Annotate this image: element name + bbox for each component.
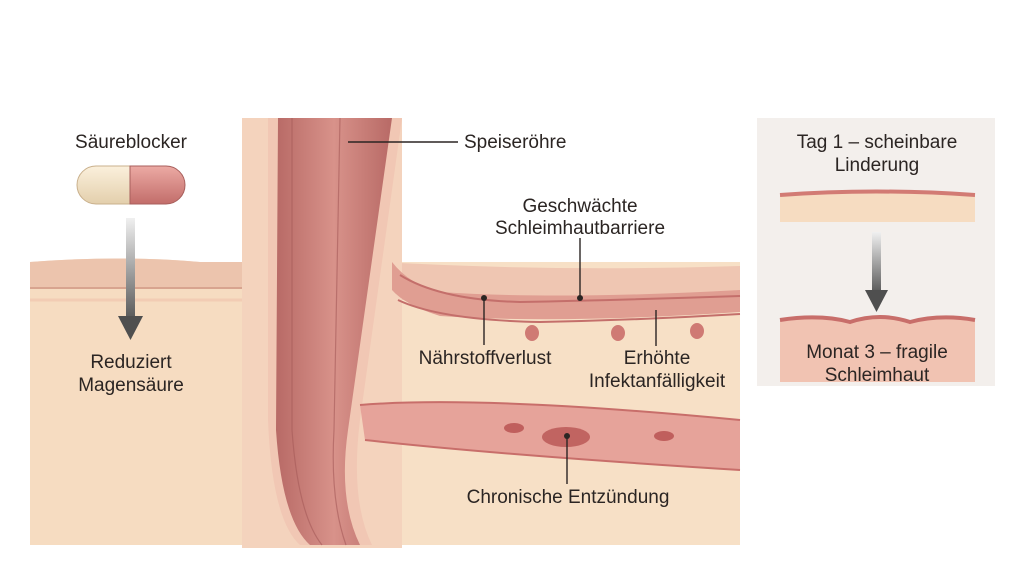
leader-lines [348,141,657,484]
down-arrow-icon [118,218,143,340]
reduced-acid-label-line2: Magensäure [78,375,184,396]
mucosa-barrier [392,262,741,324]
esophagus-label: Speiseröhre [464,132,567,153]
left-tissue [30,258,242,545]
inflammation-label: Chronische Entzündung [466,487,670,508]
down-arrow-icon [865,232,888,312]
month3-label-line1: Monat 3 – fragile [806,342,948,363]
capsule-icon [76,165,186,205]
day1-label-line1: Tag 1 – scheinbare [796,132,958,153]
nutrient-loss-label: Nährstoffverlust [418,348,552,369]
day1-tissue [779,189,976,222]
barrier-label-line1: Geschwächte [522,196,638,217]
esophagus [242,117,402,548]
month3-tissue [779,315,976,382]
day1-label-line2: Linderung [834,155,920,176]
barrier-label-line2: Schleimhautbarriere [494,218,666,239]
pill-label: Säureblocker [75,132,187,153]
infection-label-line2: Infektanfälligkeit [588,371,726,392]
infection-label-line1: Erhöhte [623,348,691,369]
month3-label-line2: Schleimhaut [824,365,930,386]
lower-wall [359,401,741,471]
nutrient-droplets [525,323,704,341]
reduced-acid-label-line1: Reduziert [90,352,172,373]
